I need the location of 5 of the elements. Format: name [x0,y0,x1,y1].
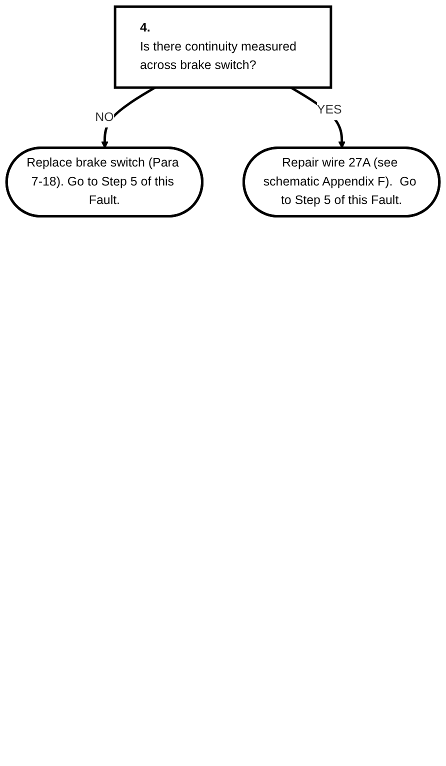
node-box: 4. Is there continuity measured across brake switch? [114,5,332,89]
edge-label: YES [316,102,342,117]
arrow [101,86,156,149]
edge-label: NO [95,110,114,124]
arrow [290,86,346,149]
